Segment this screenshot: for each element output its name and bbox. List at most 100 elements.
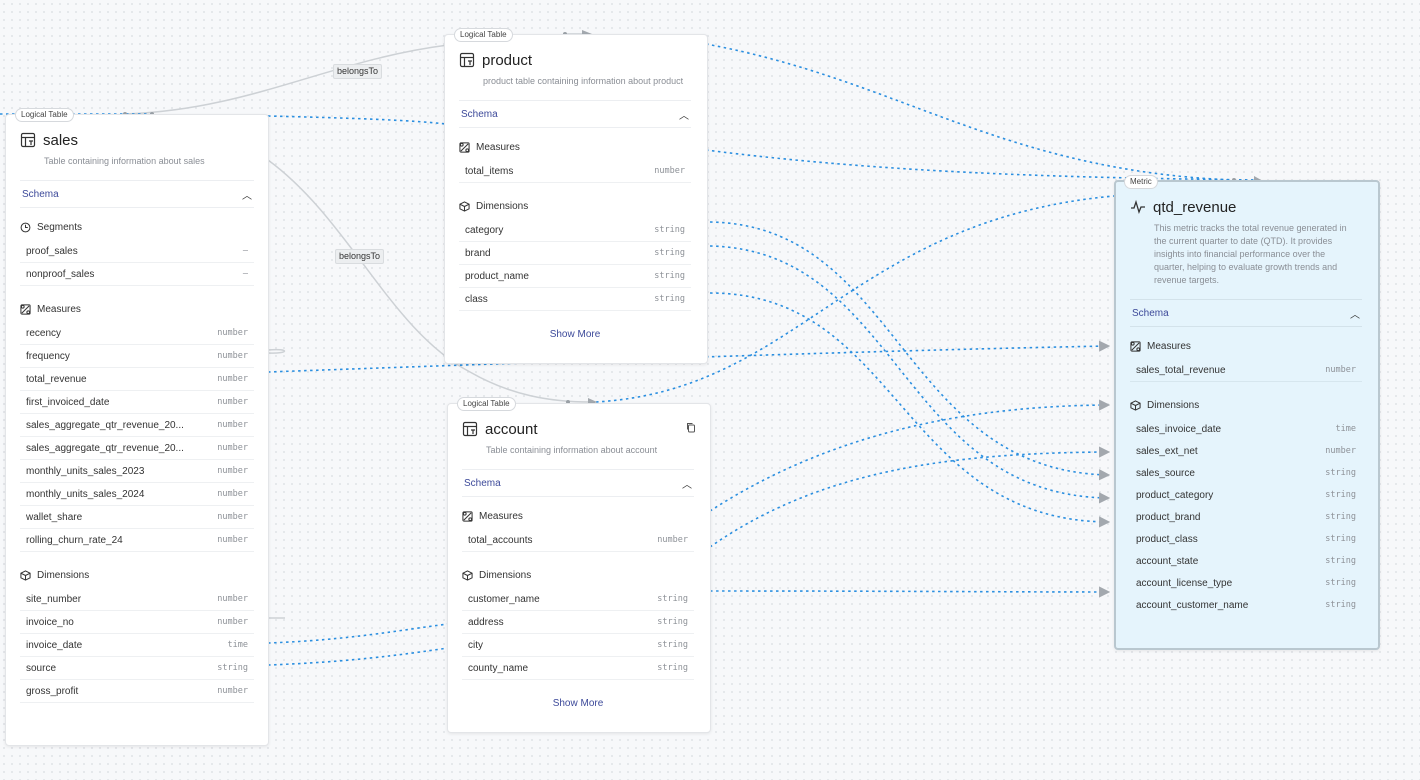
map-edge[interactable]	[709, 221, 1111, 481]
map-edge[interactable]	[709, 399, 1111, 512]
dimensions-header: Dimensions	[20, 566, 254, 584]
measure-icon	[20, 303, 31, 315]
chevron-up-icon[interactable]: ︿	[682, 479, 692, 491]
map-edge[interactable]	[267, 623, 449, 644]
clock-icon	[20, 222, 31, 232]
measure-row[interactable]: sales_aggregate_qtr_revenue_20...number	[20, 414, 254, 437]
chevron-up-icon[interactable]: ︿	[679, 110, 689, 122]
map-edge[interactable]	[709, 586, 1111, 598]
node-title: sales	[43, 131, 79, 149]
measures-header: Measures	[20, 300, 254, 318]
node-title: account	[485, 420, 538, 438]
node-type-tag: Metric	[1124, 175, 1158, 189]
map-edge[interactable]	[267, 115, 447, 125]
relation-stub	[267, 348, 286, 354]
cube-icon	[20, 569, 31, 581]
relation-edge-sales-product[interactable]	[124, 44, 449, 115]
segment-row[interactable]: nonproof_sales–	[20, 263, 254, 286]
map-edge[interactable]	[267, 647, 449, 666]
schema-label: Schema	[464, 477, 501, 489]
node-description: This metric tracks the total revenue gen…	[1154, 223, 1347, 285]
node-type-tag: Logical Table	[15, 108, 74, 122]
measures-header: Measures	[462, 507, 694, 525]
edge-label-belongsto: belongsTo	[335, 249, 385, 264]
chevron-up-icon[interactable]: ︿	[1350, 309, 1360, 321]
metric-node[interactable]: Metric qtd_revenue This metric tracks th…	[1114, 175, 1380, 650]
node-type-tag: Logical Table	[457, 397, 516, 411]
table-icon	[459, 52, 475, 68]
show-more-button[interactable]: Show More	[552, 698, 604, 709]
measures-header: Measures	[1130, 337, 1362, 355]
measure-icon	[1130, 340, 1141, 352]
cube-icon	[462, 569, 473, 581]
segment-row[interactable]: proof_sales–	[20, 240, 254, 263]
map-edge[interactable]	[705, 149, 1259, 181]
show-more-button[interactable]: Show More	[549, 329, 601, 340]
schema-label: Schema	[461, 108, 498, 120]
schema-label: Schema	[1132, 307, 1169, 319]
map-edge[interactable]	[709, 245, 1111, 504]
edge-label-belongsto: belongsTo	[333, 64, 383, 79]
schema-toggle[interactable]: Schema ︿	[462, 469, 694, 497]
schema-label: Schema	[22, 188, 59, 200]
product-node[interactable]: Logical Table product product table cont…	[444, 28, 708, 364]
dimensions-header: Dimensions	[462, 566, 694, 584]
segments-header: Segments	[20, 218, 254, 236]
measure-icon	[462, 510, 473, 522]
measure-row[interactable]: sales_aggregate_qtr_revenue_20...number	[20, 437, 254, 460]
node-title: qtd_revenue	[1153, 198, 1237, 216]
chevron-up-icon[interactable]: ︿	[242, 190, 252, 202]
schema-toggle[interactable]: Schema ︿	[1130, 299, 1362, 327]
measures-header: Measures	[459, 138, 691, 156]
copy-icon[interactable]	[686, 422, 696, 433]
node-title: product	[482, 51, 533, 69]
schema-toggle[interactable]: Schema ︿	[20, 180, 254, 208]
node-description: Table containing information about accou…	[486, 445, 658, 455]
account-node[interactable]: Logical Table account Table containing i…	[447, 397, 711, 733]
node-description: Table containing information about sales	[44, 156, 205, 166]
map-edge[interactable]	[709, 446, 1111, 548]
sales-node[interactable]: Logical Table sales Table containing inf…	[5, 108, 269, 746]
schema-toggle[interactable]: Schema ︿	[459, 100, 691, 128]
dimensions-header: Dimensions	[1130, 396, 1362, 414]
node-description: product table containing information abo…	[483, 76, 684, 86]
map-edge[interactable]	[705, 43, 1233, 181]
map-edge[interactable]	[709, 292, 1111, 528]
cube-icon	[1130, 399, 1141, 411]
table-icon	[20, 132, 36, 148]
measure-icon	[459, 141, 470, 153]
